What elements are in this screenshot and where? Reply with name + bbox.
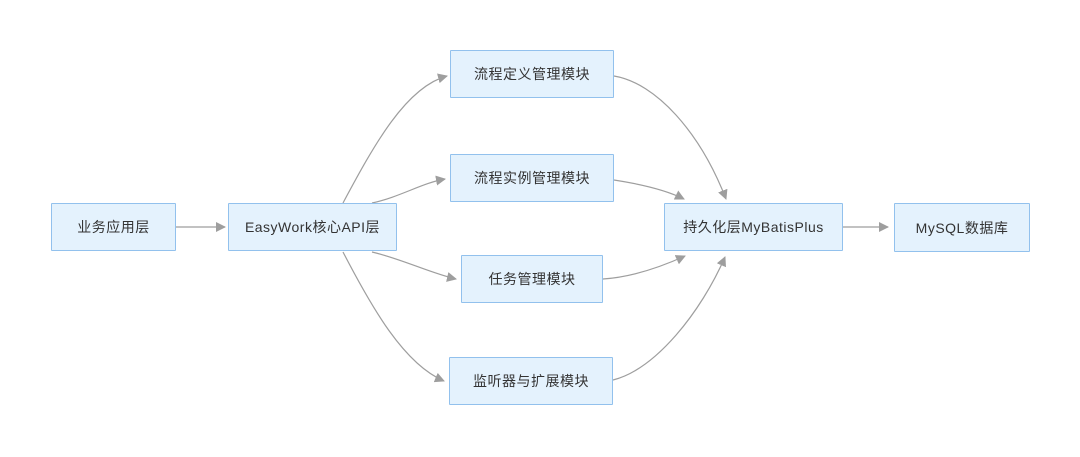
edge-listener-to-persistence: [612, 256, 726, 381]
node-mysql: MySQL数据库: [894, 203, 1030, 252]
node-listener: 监听器与扩展模块: [449, 357, 613, 405]
edge-process-def-to-persistence: [613, 75, 728, 200]
edge-process-inst-to-persistence: [613, 179, 685, 200]
edge-core-api-to-task: [371, 251, 457, 282]
node-process-def: 流程定义管理模块: [450, 50, 614, 98]
node-process-inst: 流程实例管理模块: [450, 154, 614, 202]
node-task: 任务管理模块: [461, 255, 603, 303]
edge-core-api-to-listener: [342, 251, 445, 383]
node-business-app: 业务应用层: [51, 203, 176, 251]
node-core-api: EasyWork核心API层: [228, 203, 397, 251]
edge-core-api-to-process-def: [342, 73, 448, 204]
node-persistence: 持久化层MyBatisPlus: [664, 203, 843, 251]
edge-task-to-persistence: [602, 255, 686, 280]
edge-core-api-to-process-inst: [371, 175, 446, 204]
